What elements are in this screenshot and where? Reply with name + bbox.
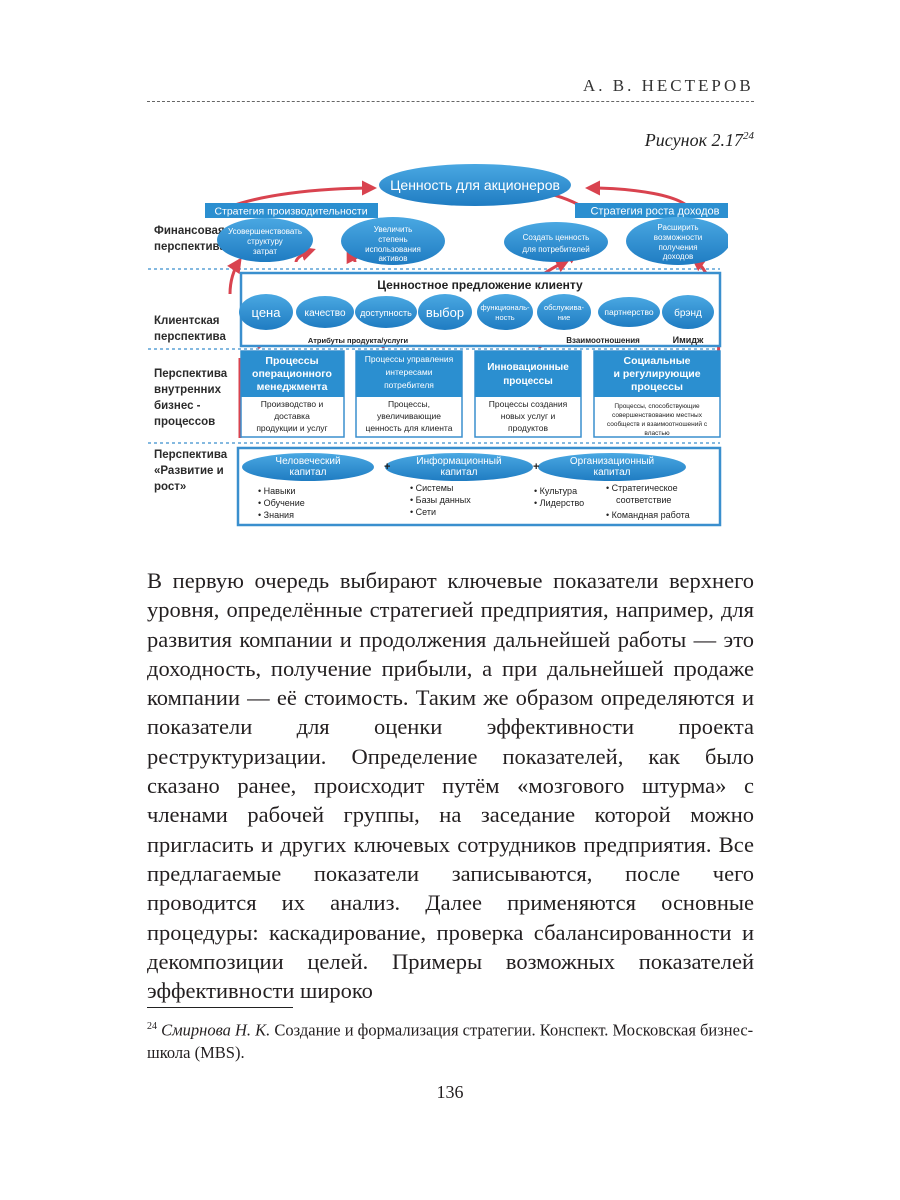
- customer-value-title: Ценностное предложение клиенту: [377, 278, 583, 292]
- perspective-separators: [148, 268, 720, 444]
- client-oval-choice-text: выбор: [426, 305, 464, 320]
- client-oval-brand: [662, 295, 714, 329]
- human-capital-items: • Навыки• Обучение• Знания: [258, 486, 305, 520]
- org-capital-items-a: • Культура• Лидерство: [534, 486, 584, 508]
- footnote-author: Смирнова Н. К.: [161, 1020, 271, 1040]
- client-oval-brand-text: брэнд: [674, 307, 702, 319]
- process-header-operations: [241, 351, 344, 397]
- attributes-label: Атрибуты продукта/услуги: [308, 336, 409, 345]
- strategy-productivity-bar: [205, 203, 378, 218]
- capital-oval-human: [242, 453, 374, 481]
- client-oval-service: [537, 294, 591, 330]
- footnote-number: 24: [147, 1021, 157, 1032]
- footnote: 24 Смирнова Н. К. Создание и формализаци…: [147, 1016, 754, 1064]
- capital-oval-information: [385, 453, 533, 481]
- client-oval-price: [239, 294, 293, 330]
- process-header-innovation: [475, 351, 581, 397]
- plus-sign-2: +: [533, 461, 539, 473]
- client-oval-choice: [418, 294, 472, 330]
- client-oval-functionality: [477, 294, 533, 330]
- relationships-label: Взаимоотношения: [566, 336, 640, 345]
- strategy-revenue-text: Стратегия роста доходов: [590, 206, 719, 218]
- client-oval-functionality-text: функциональ-ность: [480, 303, 530, 322]
- shareholder-value-text: Ценность для акционеров: [390, 177, 560, 193]
- page-number: 136: [436, 1082, 464, 1102]
- footnote-text: Создание и формализация стратегии. Консп…: [147, 1020, 754, 1062]
- fin-oval-costs: [217, 218, 313, 262]
- client-oval-quality: [296, 296, 354, 328]
- figure-caption: Рисунок 2.1724: [645, 130, 754, 151]
- fin-oval-customer-value: [504, 222, 608, 262]
- client-oval-availability: [355, 296, 417, 328]
- body-paragraph: В первую очередь выбирают ключевые показ…: [147, 568, 754, 1004]
- shareholder-value-oval: [379, 164, 571, 206]
- footnote-divider: [147, 1007, 293, 1008]
- info-capital-items: • Системы• Базы данных• Сети: [410, 483, 471, 517]
- strategy-revenue-bar: [575, 203, 728, 218]
- header-divider: [147, 101, 754, 102]
- running-header-author: А. В. НЕСТЕРОВ: [583, 76, 754, 95]
- image-label: Имидж: [673, 335, 704, 345]
- capital-oval-organizational: [538, 453, 686, 481]
- client-oval-partnership-text: партнерство: [604, 307, 653, 317]
- figure-caption-footnote-ref: 24: [743, 130, 754, 142]
- fin-oval-revenue: [626, 217, 728, 265]
- client-oval-service-text: обслужива-ние: [544, 303, 585, 322]
- client-oval-availability-text: доступность: [360, 308, 412, 318]
- process-header-social: [594, 351, 720, 397]
- client-oval-price-text: цена: [252, 305, 282, 320]
- client-oval-partnership: [598, 297, 660, 327]
- process-header-customer: [356, 351, 462, 397]
- figure-caption-text: Рисунок 2.17: [644, 130, 743, 150]
- plus-sign-1: +: [384, 461, 390, 473]
- strategy-productivity-text: Стратегия производительности: [214, 206, 367, 218]
- fin-oval-assets: [341, 217, 445, 265]
- client-oval-quality-text: качество: [304, 308, 345, 319]
